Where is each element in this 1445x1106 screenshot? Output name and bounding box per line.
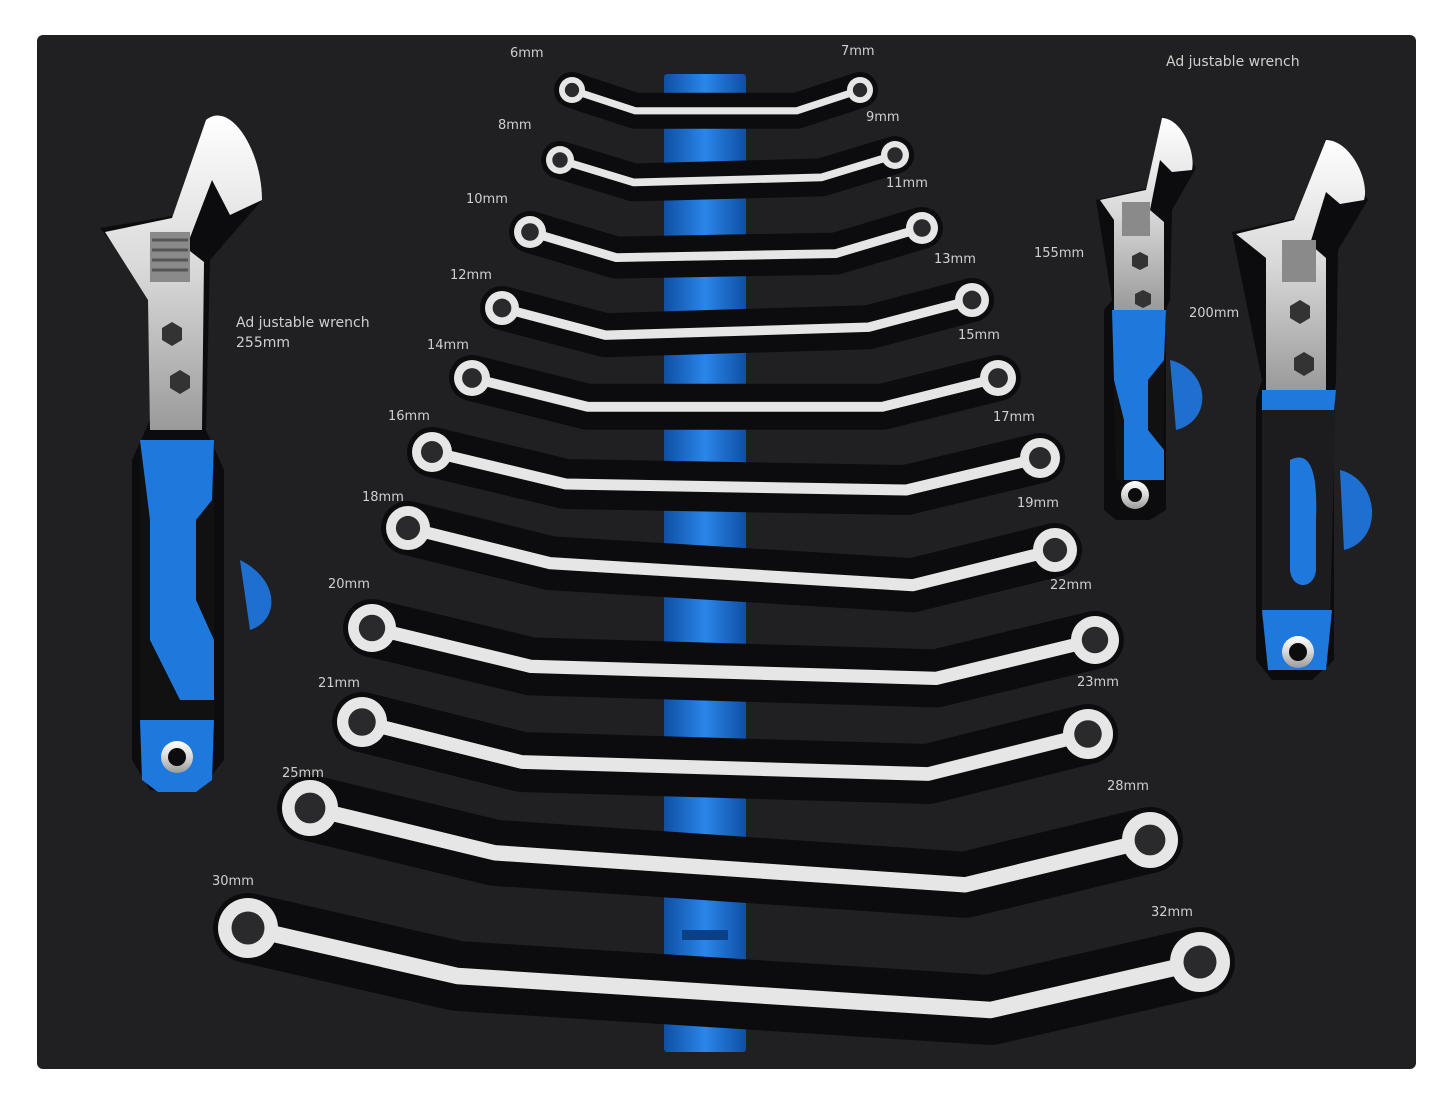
ring-spanner-set [213,72,1235,1045]
spanner-30-32-icon [213,893,1235,1045]
label-28mm: 28mm [1107,779,1149,794]
label-11mm: 11mm [886,176,928,191]
label-12mm: 12mm [450,268,492,283]
label-14mm: 14mm [427,338,469,353]
label-8mm: 8mm [498,118,532,133]
label-16mm: 16mm [388,409,430,424]
label-32mm: 32mm [1151,905,1193,920]
label-200mm: 200mm [1189,306,1240,321]
label-adjustable-wrench-top: Ad justable wrench [1166,54,1300,70]
label-25mm: 25mm [282,766,324,781]
spanner-6-7-icon [554,72,878,129]
spanner-14-15-icon [449,355,1021,430]
spanner-21-23-icon [332,692,1118,804]
label-19mm: 19mm [1017,496,1059,511]
spanner-20-22-icon [343,599,1124,708]
label-21mm: 21mm [318,676,360,691]
adjustable-wrench-155-icon [1096,116,1203,520]
label-adjustable-wrench-left: Ad justable wrench [236,315,370,331]
adjustable-wrench-200-icon [1232,138,1373,680]
label-23mm: 23mm [1077,675,1119,690]
spanner-18-19-icon [381,501,1082,613]
label-30mm: 30mm [212,874,254,889]
label-6mm: 6mm [510,46,544,61]
label-20mm: 20mm [328,577,370,592]
label-10mm: 10mm [466,192,508,207]
label-18mm: 18mm [362,490,404,505]
spanner-25-28-icon [277,775,1183,918]
label-155mm: 155mm [1034,246,1085,261]
adjustable-wrench-255-icon [100,115,272,792]
label-22mm: 22mm [1050,578,1092,593]
spanner-10-11-icon [509,207,943,279]
spanner-16-17-icon [407,427,1065,515]
label-17mm: 17mm [993,410,1035,425]
label-13mm: 13mm [934,252,976,267]
label-15mm: 15mm [958,328,1000,343]
spanner-12-13-icon [480,278,994,358]
label-7mm: 7mm [841,44,875,59]
label-255mm: 255mm [236,335,290,351]
label-9mm: 9mm [866,110,900,125]
spanner-8-9-icon [541,136,914,202]
